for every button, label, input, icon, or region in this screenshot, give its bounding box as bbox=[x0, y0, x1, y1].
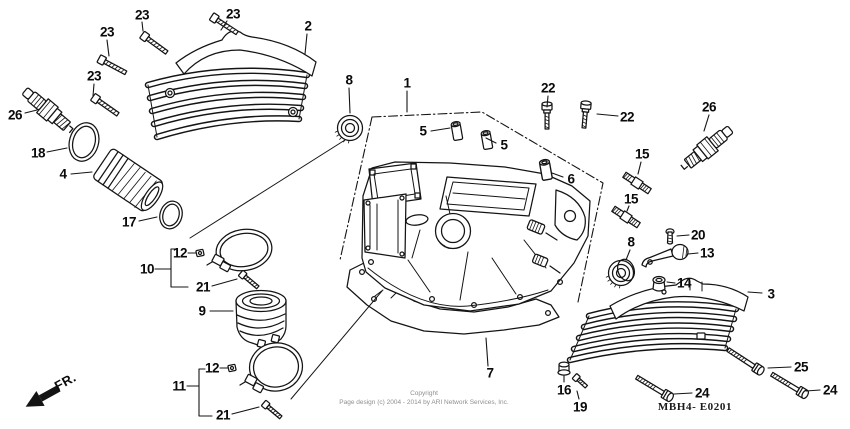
assembly-boundary bbox=[339, 111, 604, 303]
copyright-line-1: Copyright bbox=[410, 390, 438, 397]
part-bolt-23-d bbox=[89, 92, 121, 119]
callout-23[interactable]: 23 bbox=[99, 24, 115, 40]
part-sealing-cap-top bbox=[334, 114, 364, 144]
callout-11[interactable]: 11 bbox=[172, 378, 186, 394]
copyright-text: Copyright Page design (c) 2004 - 2014 by… bbox=[339, 390, 508, 407]
callout-25[interactable]: 25 bbox=[793, 359, 809, 375]
part-band-clamp-lower bbox=[239, 342, 304, 394]
callout-17[interactable]: 17 bbox=[121, 214, 137, 230]
callout-15[interactable]: 15 bbox=[623, 191, 639, 207]
part-o-ring-17 bbox=[159, 200, 183, 230]
callout-5[interactable]: 5 bbox=[419, 123, 427, 139]
part-spark-plug-right bbox=[676, 121, 737, 176]
part-bolt-23-b bbox=[138, 30, 170, 57]
diagram-code: MBH4- E0201 bbox=[657, 401, 733, 413]
part-band-clamp-upper bbox=[206, 228, 273, 273]
part-bolt-21-a bbox=[237, 269, 261, 291]
callout-12[interactable]: 12 bbox=[172, 245, 188, 261]
part-rubber-mount-14 bbox=[652, 275, 666, 292]
callout-8[interactable]: 8 bbox=[627, 234, 635, 250]
callout-14[interactable]: 14 bbox=[676, 275, 692, 291]
part-screw-20 bbox=[665, 228, 675, 245]
callout-15[interactable]: 15 bbox=[634, 146, 650, 162]
part-bolt-19 bbox=[571, 373, 589, 389]
callout-16[interactable]: 16 bbox=[556, 382, 572, 398]
part-stopper-arm-13 bbox=[641, 243, 689, 268]
callout-26[interactable]: 26 bbox=[701, 99, 717, 115]
part-o-ring-18 bbox=[68, 122, 100, 162]
part-dowel-pin-a bbox=[450, 120, 464, 142]
callout-22[interactable]: 22 bbox=[619, 109, 635, 125]
callout-23[interactable]: 23 bbox=[134, 7, 150, 23]
callout-13[interactable]: 13 bbox=[699, 245, 715, 261]
part-bolt-25 bbox=[724, 345, 767, 377]
part-nut-12-a bbox=[195, 248, 205, 258]
fr-direction-arrow bbox=[25, 385, 61, 407]
part-sealing-cap-right bbox=[605, 258, 636, 289]
callout-3[interactable]: 3 bbox=[767, 286, 775, 302]
callout-20[interactable]: 20 bbox=[690, 227, 706, 243]
part-dowel-pin-b bbox=[480, 129, 494, 151]
callout-9[interactable]: 9 bbox=[198, 303, 206, 319]
callout-8[interactable]: 8 bbox=[345, 72, 353, 88]
assembly-lines bbox=[189, 139, 383, 400]
part-head-cover-left bbox=[144, 30, 317, 141]
part-bolt-21-b bbox=[260, 399, 284, 421]
callout-21[interactable]: 21 bbox=[215, 407, 231, 423]
part-stud-15-b bbox=[610, 204, 642, 230]
part-bolt-22-b bbox=[578, 99, 592, 130]
callout-21[interactable]: 21 bbox=[195, 279, 211, 295]
callout-6[interactable]: 6 bbox=[567, 171, 575, 187]
part-nut-16 bbox=[557, 361, 571, 376]
part-bolt-24-b bbox=[768, 369, 811, 401]
part-insulator-boot bbox=[235, 289, 287, 349]
part-cylinder-head bbox=[361, 161, 591, 312]
callout-5[interactable]: 5 bbox=[500, 137, 508, 153]
part-intake-pipe bbox=[93, 148, 164, 212]
callout-23[interactable]: 23 bbox=[86, 68, 102, 84]
callout-1[interactable]: 1 bbox=[403, 75, 411, 91]
copyright-line-2: Page design (c) 2004 - 2014 by ARI Netwo… bbox=[339, 398, 509, 406]
callout-26[interactable]: 26 bbox=[7, 107, 23, 123]
part-nut-12-b bbox=[227, 363, 237, 373]
callout-2[interactable]: 2 bbox=[304, 18, 312, 34]
callout-24[interactable]: 24 bbox=[822, 382, 838, 398]
callout-12[interactable]: 12 bbox=[204, 360, 220, 376]
callout-22[interactable]: 22 bbox=[540, 80, 556, 96]
part-spark-plug-left bbox=[18, 83, 78, 138]
callout-leader-lines bbox=[24, 20, 821, 417]
callout-23[interactable]: 23 bbox=[225, 6, 241, 22]
callout-18[interactable]: 18 bbox=[30, 145, 46, 161]
part-head-cover-right bbox=[566, 277, 749, 364]
part-bolt-24-a bbox=[633, 372, 676, 404]
callout-7[interactable]: 7 bbox=[486, 365, 494, 381]
callout-24[interactable]: 24 bbox=[694, 385, 710, 401]
part-bolt-23-c bbox=[96, 54, 129, 78]
callout-19[interactable]: 19 bbox=[572, 399, 588, 415]
callout-10[interactable]: 10 bbox=[139, 261, 155, 277]
callout-4[interactable]: 4 bbox=[59, 166, 67, 182]
